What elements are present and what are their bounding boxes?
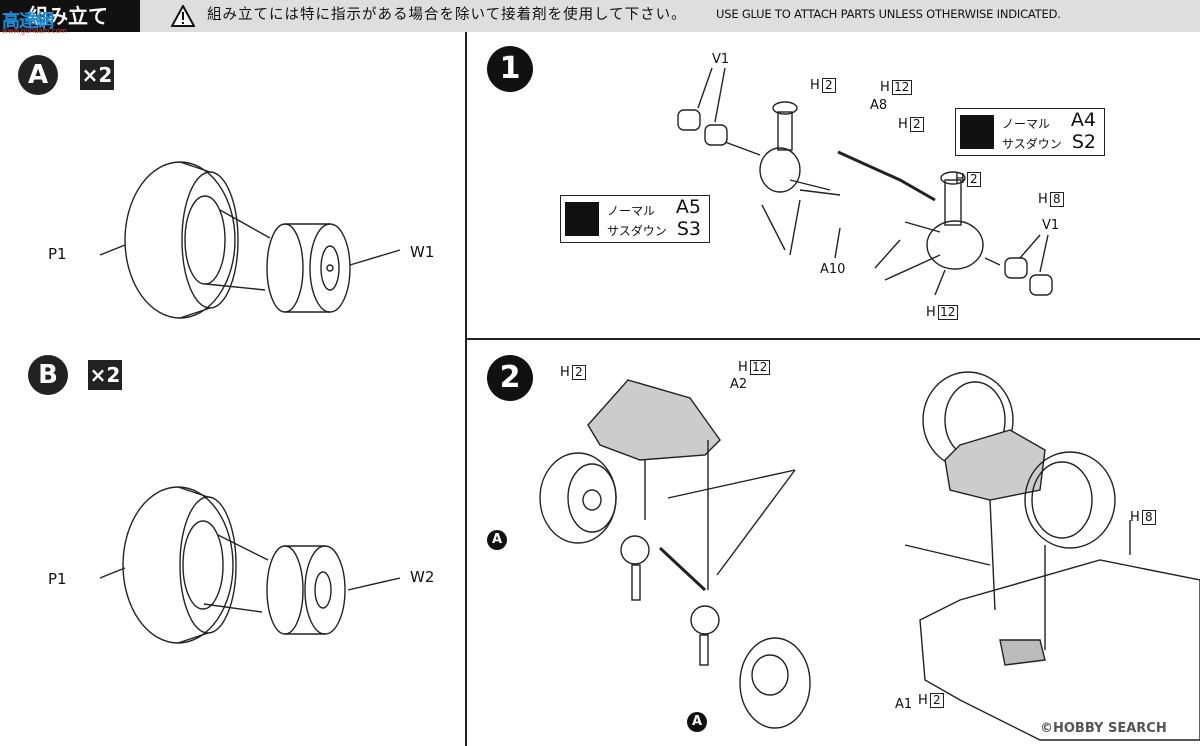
label-v1-top: V1 [712,52,730,67]
callout-left-a5-s3: ノーマル サスダウン A5 S3 [560,195,710,243]
hobby-search-logo: ©HOBBY SEARCH [1040,721,1167,736]
part-b-multiplier: ×2 [88,360,122,390]
label-v1-right: V1 [1042,218,1060,233]
label-step2-a1: A1 [895,697,913,712]
warning-text-jp: 組み立てには特に指示がある場合を除いて接着剤を使用して下さい。 [207,7,687,23]
warning-text-en: USE GLUE TO ATTACH PARTS UNLESS OTHERWIS… [716,7,1061,21]
tire-b-drawing [122,486,237,644]
panel-divider-horizontal [467,338,1200,340]
header-bar [0,0,1200,32]
section-title: 組み立て [0,0,140,32]
label-a10: A10 [820,262,846,277]
variant-icon [960,115,994,149]
suspension-step1-drawing [677,67,1053,296]
wheel-ref-a-2: A [687,712,707,732]
tire-a-drawing [124,161,239,319]
watermark-sub: www.gundam.com [2,27,67,35]
part-b-tire-label: P1 [48,570,67,588]
part-a-tire-label: P1 [48,245,67,263]
wheel-w1-drawing [266,223,351,313]
warning-icon [171,5,195,27]
watermark: 高達網 [2,11,54,32]
part-b-wheel-label: W2 [410,568,435,586]
wheel-w2-drawing [266,545,346,635]
car-body-step2-drawing [904,371,1200,741]
step-2-number: 2 [487,355,533,401]
part-b-badge: B [28,355,68,395]
wheel-ref-a-1: A [487,530,507,550]
step-1-number: 1 [487,46,533,92]
callout-right-a4-s2: ノーマル サスダウン A4 S2 [955,108,1105,156]
variant-icon [565,202,599,236]
label-a8: A8 [870,98,888,113]
part-a-badge: A [18,55,58,95]
panel-divider-vertical [465,32,467,746]
label-step2-a2: A2 [730,377,748,392]
subframe-step2-drawing [539,379,811,729]
part-a-multiplier: ×2 [80,60,114,90]
part-a-wheel-label: W1 [410,243,435,261]
